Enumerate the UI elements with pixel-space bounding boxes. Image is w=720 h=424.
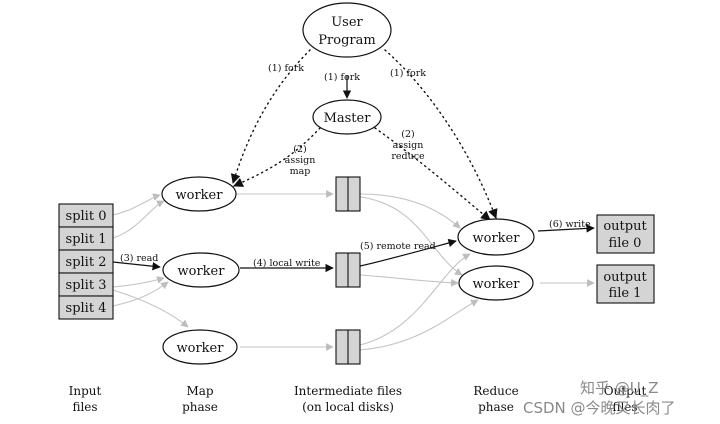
phase-map-line1: Map	[186, 384, 213, 398]
master-label: Master	[324, 111, 372, 126]
output-file-0-label-line1: output	[603, 219, 647, 234]
edge-split1-worker1	[112, 200, 165, 239]
local-write-label: (4) local write	[253, 258, 321, 269]
edge-fork-left	[230, 49, 311, 184]
assign-reduce-label-line1: (2)	[401, 129, 414, 140]
worker-label: worker	[473, 231, 521, 246]
edge-assign-reduce	[374, 127, 491, 221]
gray-edges	[112, 190, 595, 351]
split-label: split 2	[66, 255, 107, 270]
phase-input-line2: files	[72, 400, 97, 414]
fork-mid-label: (1) fork	[324, 72, 360, 83]
read-label: (3) read	[120, 253, 158, 264]
output-file-0-label-line2: file 0	[609, 236, 642, 251]
intermediate-disk-2	[335, 252, 361, 288]
worker-label: worker	[177, 341, 225, 356]
assign-map-label-line1: (2)	[293, 144, 306, 155]
edge-split3-worker2	[112, 276, 165, 288]
assign-reduce-label-line3: reduce	[391, 151, 425, 162]
assign-map-label-line3: map	[290, 166, 311, 177]
edge-split3-worker3	[112, 289, 189, 328]
phase-reduce-line1: Reduce	[473, 384, 518, 398]
master-node: Master	[312, 99, 382, 135]
user-program-label-line1: User	[331, 15, 363, 30]
phase-map-line2: phase	[182, 400, 218, 414]
worker-label: worker	[473, 277, 521, 292]
edge-write	[537, 224, 595, 233]
output-file-0: output file 0	[596, 214, 655, 254]
map-worker-3: worker	[162, 329, 238, 365]
edge-split4-worker2	[112, 281, 169, 307]
intermediate-disks	[335, 176, 361, 365]
phase-intermediate-line1: Intermediate files	[294, 384, 402, 398]
map-worker-1: worker	[161, 176, 237, 212]
intermediate-disk-1	[335, 176, 361, 212]
phase-reduce-line2: phase	[478, 400, 514, 414]
edge-read	[112, 261, 161, 271]
user-program-label-line2: Program	[318, 33, 375, 48]
split-label: split 0	[66, 209, 107, 224]
map-worker-2: worker	[162, 252, 240, 288]
user-program-node: User Program	[302, 2, 392, 58]
watermark: 知乎 @U_Z CSDN @今晚又长肉了	[523, 379, 676, 417]
phase-output-line2: files	[612, 400, 637, 414]
watermark-csdn: CSDN @今晚又长肉了	[523, 399, 676, 417]
assign-reduce-label-line2: assign	[393, 140, 424, 151]
edge-labels: (1) fork (1) fork (1) fork (2) assign ma…	[120, 63, 591, 269]
phase-output-line1: Output	[604, 384, 647, 398]
edge-disk1-reduce2	[359, 196, 463, 276]
split-label: split 4	[66, 301, 107, 316]
split-label: split 3	[66, 278, 107, 293]
dotted-edges	[230, 49, 498, 221]
split-labels: split 0 split 1 split 2 split 3 split 4	[66, 209, 107, 316]
edge-assign-map	[233, 127, 321, 187]
edge-disk1-reduce1	[359, 193, 461, 229]
watermark-zhihu: 知乎 @U_Z	[580, 379, 659, 398]
remote-read-label: (5) remote read	[360, 241, 436, 252]
output-file-1-label-line2: file 1	[609, 286, 642, 301]
fork-right-label: (1) fork	[390, 68, 426, 79]
assign-map-label-line2: assign	[285, 155, 316, 166]
intermediate-disk-3	[335, 329, 361, 365]
fork-left-label: (1) fork	[268, 63, 304, 74]
edge-split0-worker1	[112, 193, 161, 216]
output-file-1: output file 1	[596, 264, 655, 304]
black-edges	[112, 75, 595, 273]
write-label: (6) write	[549, 219, 591, 230]
input-splits	[58, 203, 114, 320]
edge-remote-read	[359, 238, 457, 267]
phase-captions: Input files Map phase Intermediate files…	[69, 384, 647, 414]
edge-disk3-reduce2	[359, 299, 479, 351]
edge-disk3-reduce1	[359, 253, 471, 346]
reduce-worker-2: worker	[458, 265, 534, 301]
output-file-1-label-line1: output	[603, 270, 647, 285]
reduce-worker-1: worker	[457, 218, 535, 256]
phase-intermediate-line2: (on local disks)	[302, 400, 394, 414]
edge-disk2-reduce2	[359, 274, 459, 287]
edge-fork-right	[384, 49, 498, 219]
split-box	[58, 295, 114, 320]
phase-input-line1: Input	[69, 384, 102, 398]
worker-label: worker	[178, 264, 226, 279]
worker-label: worker	[176, 188, 224, 203]
split-label: split 1	[66, 232, 107, 247]
